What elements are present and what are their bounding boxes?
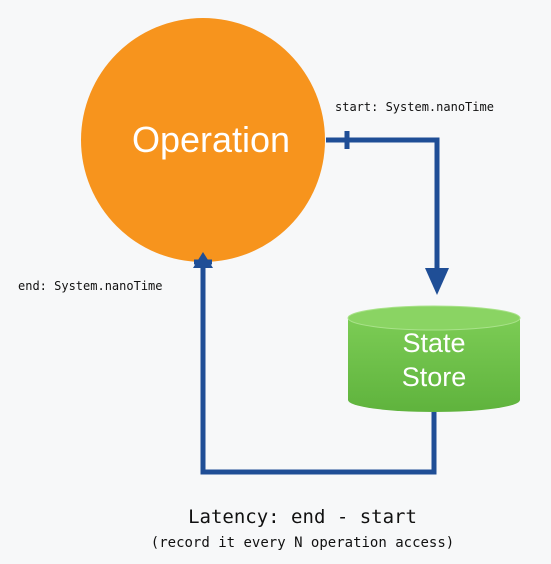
state-store-label-line2: Store [401,362,467,392]
start-edge [326,131,440,270]
state-store-label-line1: State [402,328,466,358]
latency-formula: Latency: end - start [188,506,417,528]
latency-note: (record it every N operation access) [150,535,455,551]
operation-label: Operation [131,119,291,160]
start-arrowhead [425,268,449,295]
end-edge-label: end: System.nanoTime [18,279,163,293]
end-arrowhead [193,252,213,268]
state-store-node [347,305,521,412]
start-edge-label: start: System.nanoTime [335,100,494,114]
operation-node [81,18,325,262]
state-store-label: State Store [348,326,520,394]
